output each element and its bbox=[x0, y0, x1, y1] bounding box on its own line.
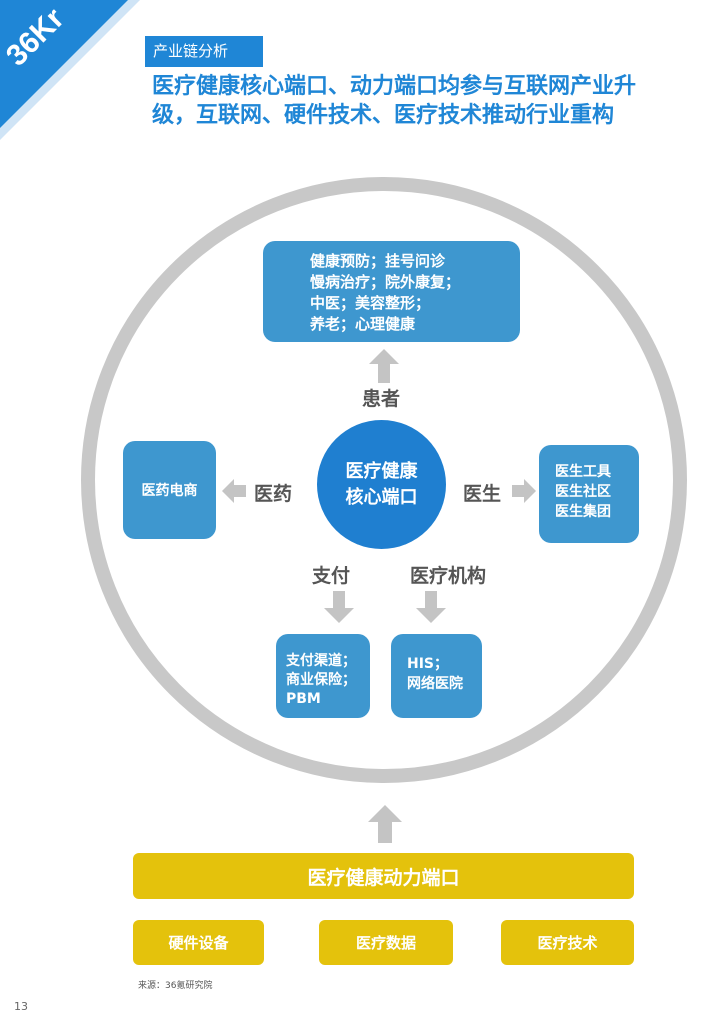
doctor-label: 医生 bbox=[463, 483, 502, 505]
power-item-label: 医疗技术 bbox=[537, 934, 598, 952]
arrow-down-icon bbox=[416, 591, 446, 623]
core-port-line-2: 核心端口 bbox=[345, 486, 418, 508]
institution-box: HIS； 网络医院 bbox=[391, 634, 482, 718]
core-port-circle: 医疗健康 核心端口 bbox=[317, 420, 446, 549]
patient-services-text: 健康预防；挂号问诊 慢病治疗；院外康复； 中医；美容整形； 养老；心理健康 bbox=[310, 252, 461, 333]
page-title: 医疗健康核心端口、动力端口均参与互联网产业升 级，互联网、硬件技术、医疗技术推动… bbox=[152, 72, 692, 130]
source-note: 来源：36氪研究院 bbox=[138, 981, 213, 991]
section-tag: 产业链分析 bbox=[145, 36, 263, 67]
payment-box: 支付渠道； 商业保险； PBM bbox=[276, 634, 370, 718]
power-item-label: 医疗数据 bbox=[355, 934, 416, 952]
power-port-bar: 医疗健康动力端口 bbox=[133, 853, 634, 899]
arrow-left-icon bbox=[222, 479, 246, 503]
payment-box-text: 支付渠道； 商业保险； PBM bbox=[286, 653, 356, 707]
payment-label: 支付 bbox=[312, 565, 351, 587]
patient-label: 患者 bbox=[362, 388, 401, 410]
institution-box-text: HIS； 网络医院 bbox=[407, 656, 463, 692]
patient-services-box: 健康预防；挂号问诊 慢病治疗；院外康复； 中医；美容整形； 养老；心理健康 bbox=[263, 241, 520, 342]
power-item-data: 医疗数据 bbox=[319, 920, 453, 965]
institution-label: 医疗机构 bbox=[410, 565, 487, 587]
doctor-box-text: 医生工具 医生社区 医生集团 bbox=[555, 464, 611, 520]
power-port-title: 医疗健康动力端口 bbox=[307, 866, 460, 889]
arrow-right-icon bbox=[512, 479, 536, 503]
power-item-hardware: 硬件设备 bbox=[133, 920, 264, 965]
power-item-label: 硬件设备 bbox=[168, 934, 229, 952]
power-item-tech: 医疗技术 bbox=[501, 920, 634, 965]
arrow-up-icon bbox=[369, 349, 399, 383]
doctor-box: 医生工具 医生社区 医生集团 bbox=[539, 445, 639, 543]
brand-logo: 36Kr bbox=[0, 0, 140, 140]
arrow-up-icon bbox=[368, 805, 402, 843]
pharma-box: 医药电商 bbox=[123, 441, 216, 539]
title-line-2: 级，互联网、硬件技术、医疗技术推动行业重构 bbox=[152, 103, 615, 128]
title-line-1: 医疗健康核心端口、动力端口均参与互联网产业升 bbox=[152, 74, 637, 99]
core-port-line-1: 医疗健康 bbox=[345, 460, 418, 482]
arrow-down-icon bbox=[324, 591, 354, 623]
page-number: 13 bbox=[14, 1000, 28, 1013]
pharma-label: 医药 bbox=[254, 483, 293, 505]
pharma-box-text: 医药电商 bbox=[141, 483, 198, 499]
